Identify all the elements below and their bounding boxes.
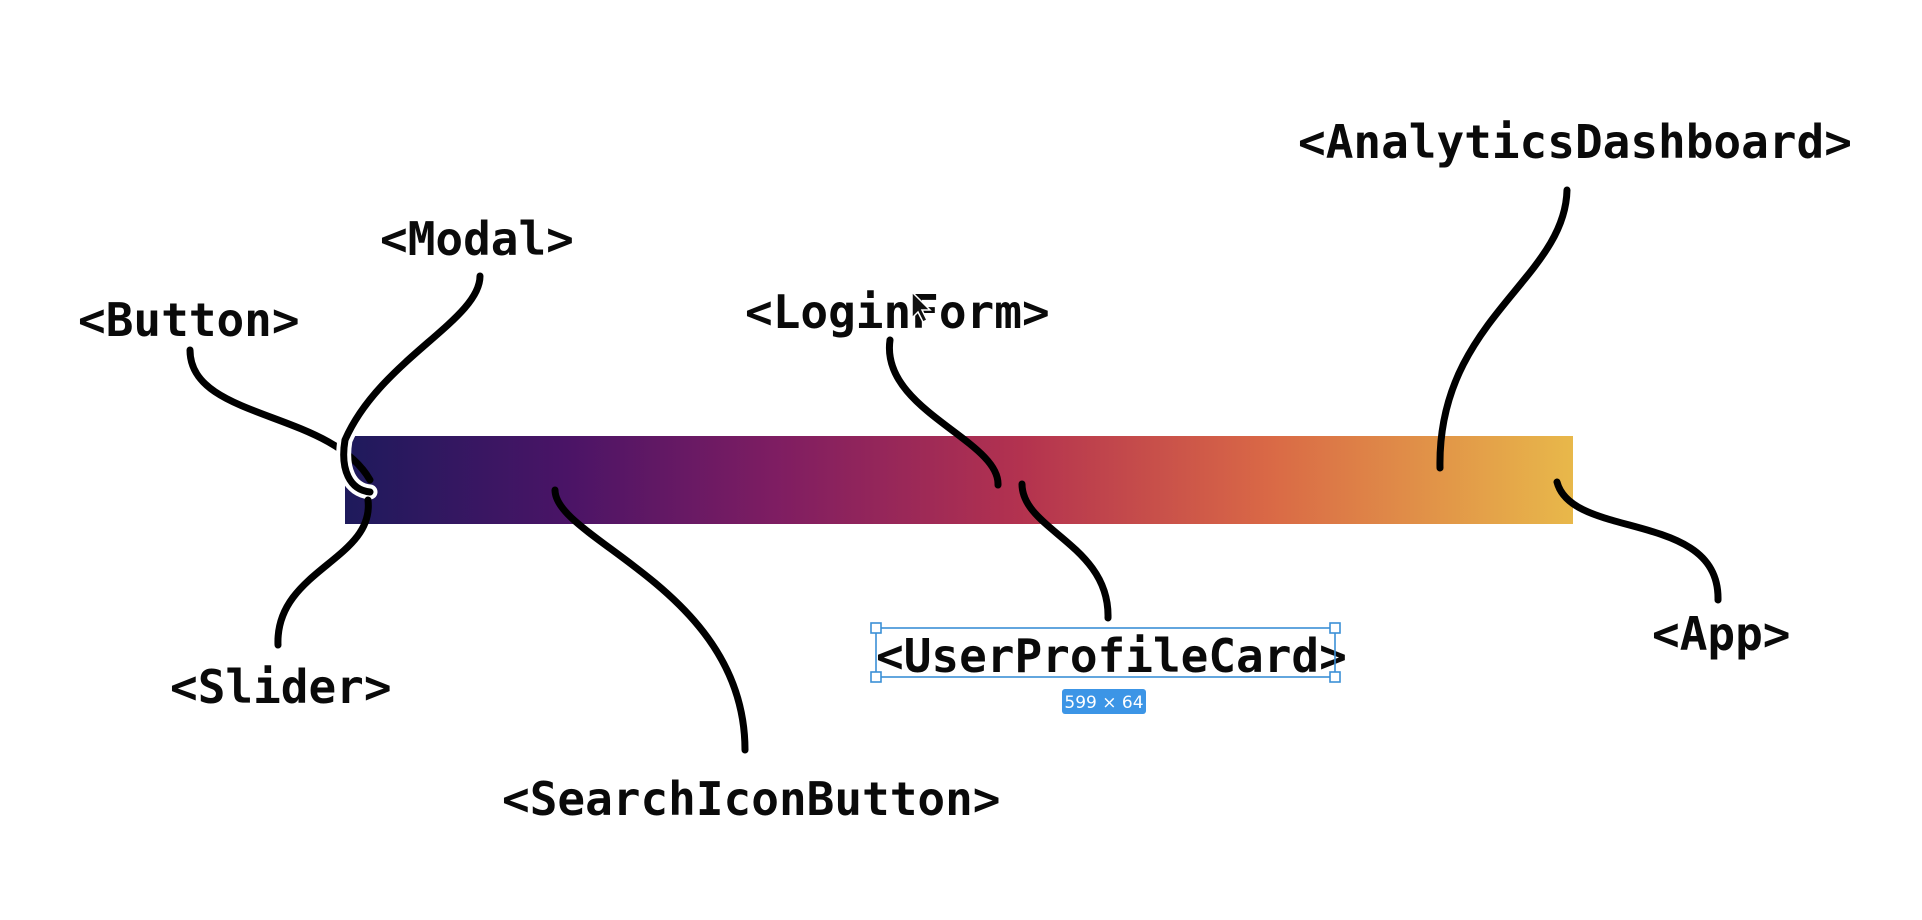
dimension-badge-text: 599 × 64 [1064,693,1143,713]
connector-slider [274,496,372,649]
resize-handle-top-right[interactable] [1329,622,1341,634]
label-slider[interactable]: <Slider> [170,660,392,714]
selected-label-group[interactable]: <UserProfileCard> 599 × 64 [870,622,1347,714]
label-search-icon-button[interactable]: <SearchIconButton> [502,772,1001,826]
label-modal[interactable]: <Modal> [380,212,574,266]
label-login-form[interactable]: <LoginForm> [745,285,1050,339]
resize-handle-bottom-right[interactable] [1329,671,1341,683]
connector-analytics-dashboard [1436,186,1571,472]
gradient-bar [345,436,1573,524]
label-app[interactable]: <App> [1652,607,1790,661]
resize-handle-top-left[interactable] [870,622,882,634]
label-user-profile-card[interactable]: <UserProfileCard> [876,629,1347,683]
connector-search-icon-button [551,486,749,754]
connector-user-profile-card [1018,480,1112,622]
selection-frame [875,627,1336,678]
label-analytics-dashboard[interactable]: <AnalyticsDashboard> [1298,115,1852,169]
mouse-cursor-icon [911,290,932,324]
connector-app [1553,478,1722,604]
label-button[interactable]: <Button> [78,293,300,347]
dimension-badge: 599 × 64 [1062,689,1146,714]
connector-login-form [886,336,1002,489]
resize-handle-bottom-left[interactable] [870,671,882,683]
connector-modal [336,268,488,500]
